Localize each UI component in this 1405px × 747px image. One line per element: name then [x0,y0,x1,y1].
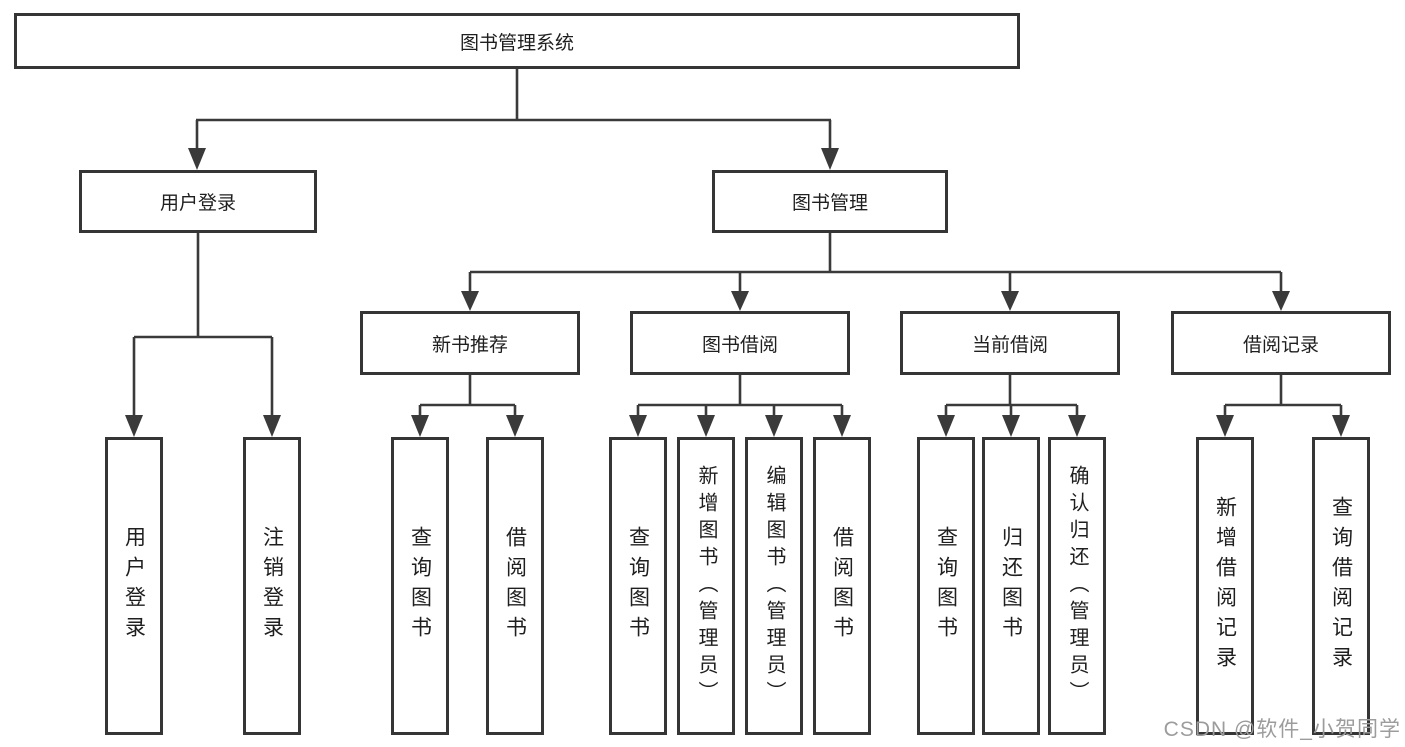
node-label: 借阅记录 [1242,334,1319,356]
node-label: 注销登录 [260,526,284,646]
node-leaf-add-books-admin: 新增图书（管理员） [677,437,735,735]
node-book-management: 图书管理 [712,170,948,233]
node-book-borrowing: 图书借阅 [630,311,850,375]
node-label: 借阅图书 [503,526,527,646]
arrowhead-down-icon [411,415,429,437]
arrowhead-down-icon [937,415,955,437]
node-current-borrowing: 当前借阅 [900,311,1120,375]
node-leaf-edit-books-admin: 编辑图书（管理员） [745,437,803,735]
arrowhead-down-icon [125,415,143,437]
node-library-management-system: 图书管理系统 [14,13,1020,69]
connector-book-borrowing-children [629,375,851,437]
node-label: 图书管理 [791,193,868,214]
node-label: 编辑图书（管理员） [763,464,785,708]
node-label: 图书管理系统 [459,32,574,54]
arrowhead-down-icon [731,291,749,311]
node-label: 查询图书 [934,526,958,646]
node-leaf-borrow-books-2: 借阅图书 [813,437,871,735]
node-leaf-query-books-2: 查询图书 [609,437,667,735]
node-leaf-return-books: 归还图书 [982,437,1040,735]
node-leaf-query-books-1: 查询图书 [391,437,449,735]
arrowhead-down-icon [1002,415,1020,437]
node-label: 借阅图书 [830,526,854,646]
node-new-book-recommend: 新书推荐 [360,311,580,375]
node-leaf-borrow-books-1: 借阅图书 [486,437,544,735]
node-borrowing-records: 借阅记录 [1171,311,1391,375]
arrowhead-down-icon [821,148,839,170]
node-leaf-user-login: 用户登录 [105,437,163,735]
node-label: 用户登录 [122,526,146,646]
connector-new-book-recommend-children [411,375,524,437]
node-label: 用户登录 [159,193,236,214]
connector-current-borrowing-children [937,375,1086,437]
connector-user-login-children [125,233,281,437]
arrowhead-down-icon [1216,415,1234,437]
node-label: 确认归还（管理员） [1066,464,1088,708]
watermark-text: CSDN @软件_小贺同学 [1163,718,1401,741]
node-label: 新书推荐 [431,334,508,356]
connector-borrowing-records-children [1216,375,1350,437]
arrowhead-down-icon [1332,415,1350,437]
node-label: 查询图书 [408,526,432,646]
arrowhead-down-icon [1272,291,1290,311]
arrowhead-down-icon [1068,415,1086,437]
arrowhead-down-icon [188,148,206,170]
node-label: 图书借阅 [701,334,778,356]
connector-root-to-level2 [188,68,839,170]
node-leaf-logout: 注销登录 [243,437,301,735]
node-leaf-add-borrow-record: 新增借阅记录 [1196,437,1254,735]
node-label: 查询图书 [626,526,650,646]
arrowhead-down-icon [1001,291,1019,311]
node-leaf-query-books-3: 查询图书 [917,437,975,735]
connector-book-management-children [461,233,1290,311]
node-user-login: 用户登录 [79,170,317,233]
node-leaf-confirm-return-admin: 确认归还（管理员） [1048,437,1106,735]
arrowhead-down-icon [765,415,783,437]
arrowhead-down-icon [263,415,281,437]
node-label: 归还图书 [999,526,1023,646]
node-leaf-query-borrow-record: 查询借阅记录 [1312,437,1370,735]
node-label: 新增借阅记录 [1213,496,1237,676]
node-label: 查询借阅记录 [1329,496,1353,676]
arrowhead-down-icon [697,415,715,437]
arrowhead-down-icon [506,415,524,437]
arrowhead-down-icon [833,415,851,437]
arrowhead-down-icon [461,291,479,311]
arrowhead-down-icon [629,415,647,437]
node-label: 当前借阅 [971,334,1048,356]
node-label: 新增图书（管理员） [695,464,717,708]
